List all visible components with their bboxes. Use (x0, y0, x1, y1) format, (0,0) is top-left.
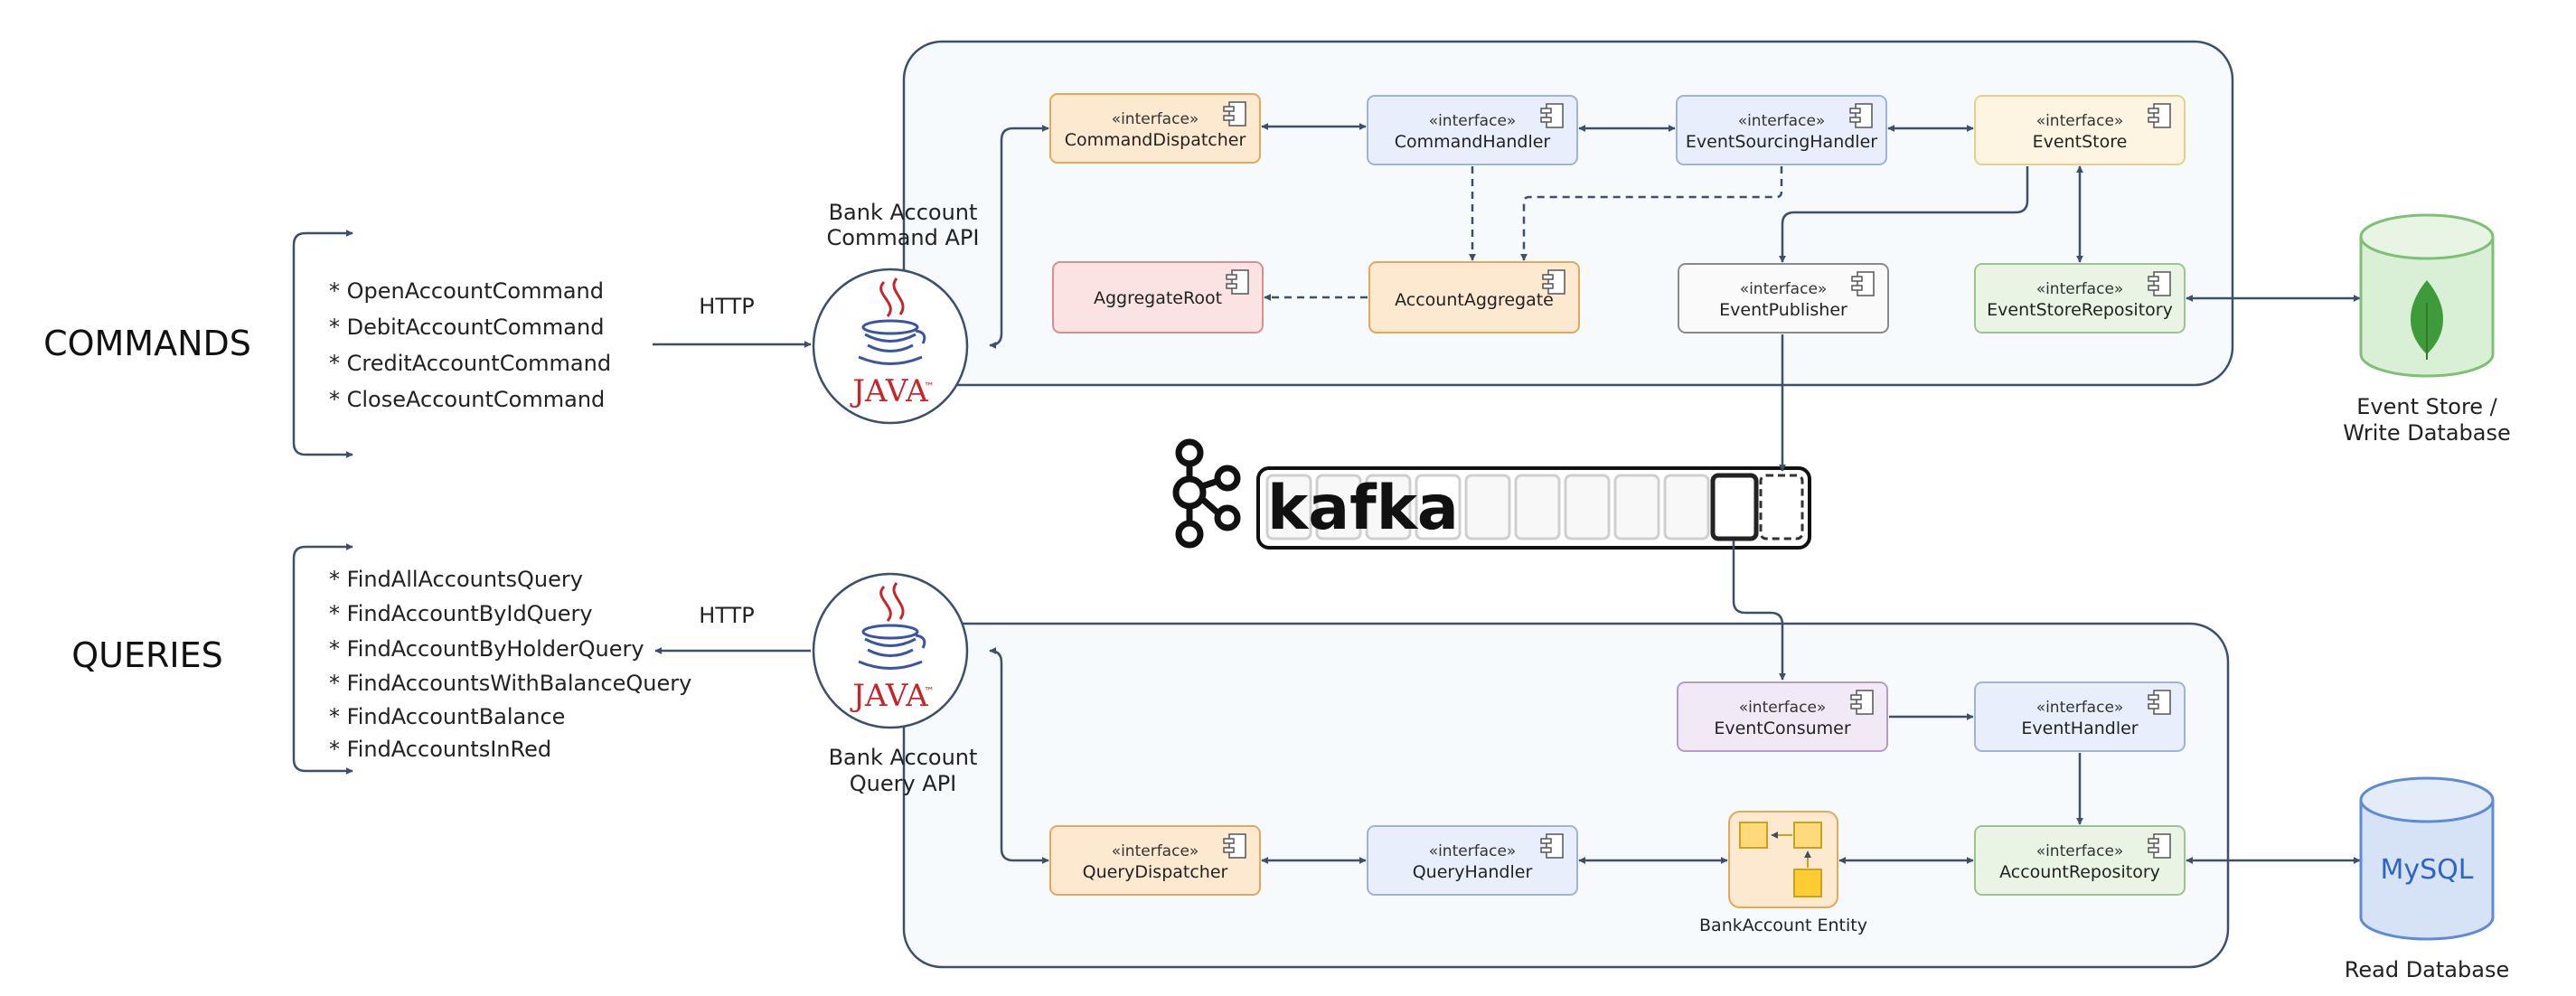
event-consumer-component: «interface» EventConsumer (1677, 681, 1888, 752)
command-handler-component: «interface» CommandHandler (1367, 95, 1578, 165)
queries-title: QUERIES (71, 635, 222, 675)
entity-class-icon (1739, 822, 1822, 897)
svg-text:«interface»: «interface» (2036, 112, 2124, 130)
java-cup-icon (858, 582, 926, 670)
event-store-repository-component: «interface» EventStoreRepository (1974, 263, 2186, 334)
list-item: * FindAccountsInRed (329, 737, 551, 762)
svg-text:EventHandler: EventHandler (2021, 719, 2138, 738)
event-publisher-component: «interface» EventPublisher (1678, 263, 1889, 334)
write-database-label: Write Database (2343, 420, 2511, 446)
list-item: * DebitAccountCommand (329, 315, 604, 340)
svg-text:EventStore: EventStore (2033, 132, 2128, 152)
svg-text:«interface»: «interface» (1739, 699, 1827, 717)
query-connectors (989, 647, 2361, 864)
kafka-node: kafka kafka (1172, 438, 1811, 550)
event-sourcing-handler-component: «interface» EventSourcingHandler (1676, 95, 1887, 165)
query-side-panel (902, 622, 2230, 969)
list-item: * FindAccountByIdQuery (329, 601, 593, 626)
queries-bracket (292, 543, 353, 775)
java-query-circle (812, 572, 969, 729)
svg-text:«interface»: «interface» (1429, 842, 1517, 860)
command-api-label: Bank Account (829, 200, 978, 225)
kafka-partitions (1265, 474, 1710, 540)
svg-text:«interface»: «interface» (1112, 110, 1199, 128)
query-dispatcher-component: «interface» QueryDispatcher (1049, 825, 1261, 896)
svg-text:AccountAggregate: AccountAggregate (1395, 290, 1554, 310)
list-item: * FindAccountsWithBalanceQuery (329, 671, 691, 696)
bank-account-entity-label: BankAccount Entity (1699, 916, 1867, 935)
svg-text:AggregateRoot: AggregateRoot (1094, 288, 1222, 308)
read-database-label: Read Database (2345, 957, 2509, 982)
mysql-logo-text: MySQL (2380, 854, 2473, 886)
mongodb-leaf-icon (2410, 280, 2444, 360)
java-text: JAVA (850, 373, 928, 409)
aggregate-root-component: AggregateRoot (1052, 261, 1264, 334)
list-item: * FindAllAccountsQuery (329, 567, 583, 592)
bank-account-entity-component (1728, 811, 1838, 908)
svg-text:EventStoreRepository: EventStoreRepository (1987, 300, 2173, 320)
write-database-cylinder (2359, 213, 2495, 378)
account-aggregate-component: AccountAggregate (1368, 261, 1580, 334)
svg-text:«interface»: «interface» (2036, 699, 2124, 717)
svg-text:EventConsumer: EventConsumer (1714, 719, 1851, 738)
event-handler-component: «interface» EventHandler (1974, 681, 2186, 752)
java-tm: ™ (924, 685, 935, 698)
svg-text:«interface»: «interface» (1738, 112, 1826, 130)
list-item: * OpenAccountCommand (329, 278, 604, 304)
list-item: * CreditAccountCommand (329, 351, 611, 376)
svg-text:QueryHandler: QueryHandler (1413, 862, 1533, 882)
command-api-node: JAVA ™ (812, 268, 969, 425)
java-cup-icon (858, 277, 926, 365)
kafka-current-offset (1710, 473, 1759, 541)
command-list: * OpenAccountCommand * DebitAccountComma… (329, 278, 611, 412)
java-tm: ™ (924, 381, 935, 393)
query-list: * FindAllAccountsQuery * FindAccountById… (329, 567, 691, 762)
query-api-node: JAVA ™ (812, 572, 969, 729)
svg-text:CommandHandler: CommandHandler (1395, 132, 1551, 152)
svg-text:EventSourcingHandler: EventSourcingHandler (1686, 132, 1877, 152)
svg-text:«interface»: «interface» (1429, 112, 1517, 130)
kafka-connectors (1732, 334, 1786, 681)
commands-bracket (292, 230, 353, 458)
svg-text:AccountRepository: AccountRepository (1999, 862, 2160, 882)
write-database-label: Event Store / (2356, 394, 2497, 419)
event-store-component: «interface» EventStore (1974, 95, 2186, 165)
command-dispatcher-component: «interface» CommandDispatcher (1049, 93, 1261, 164)
http-command-label: HTTP (699, 294, 754, 319)
account-repository-component: «interface» AccountRepository (1974, 825, 2186, 896)
svg-text:«interface»: «interface» (1740, 280, 1828, 298)
list-item: * CloseAccountCommand (329, 387, 605, 412)
java-text: JAVA (850, 678, 928, 714)
list-item: * FindAccountBalance (329, 704, 565, 729)
svg-text:«interface»: «interface» (2036, 280, 2124, 298)
svg-text:QueryDispatcher: QueryDispatcher (1083, 862, 1228, 882)
command-connectors (989, 123, 2361, 349)
command-api-label: Command API (827, 225, 980, 250)
commands-title: COMMANDS (43, 324, 251, 363)
svg-text:«interface»: «interface» (1112, 842, 1199, 860)
svg-text:EventPublisher: EventPublisher (1719, 300, 1847, 320)
query-handler-component: «interface» QueryHandler (1367, 825, 1578, 896)
java-command-circle (812, 268, 969, 425)
http-query-label: HTTP (699, 603, 754, 628)
kafka-next-offset (1759, 474, 1804, 540)
svg-text:«interface»: «interface» (2036, 842, 2124, 860)
query-api-label: Bank Account (829, 745, 978, 770)
kafka-label: kafka (1267, 473, 1459, 544)
kafka-logo-icon (1172, 438, 1241, 549)
svg-text:CommandDispatcher: CommandDispatcher (1065, 130, 1246, 150)
list-item: * FindAccountByHolderQuery (329, 636, 644, 662)
query-api-label: Query API (850, 771, 957, 796)
read-database-cylinder: MySQL (2359, 776, 2495, 941)
